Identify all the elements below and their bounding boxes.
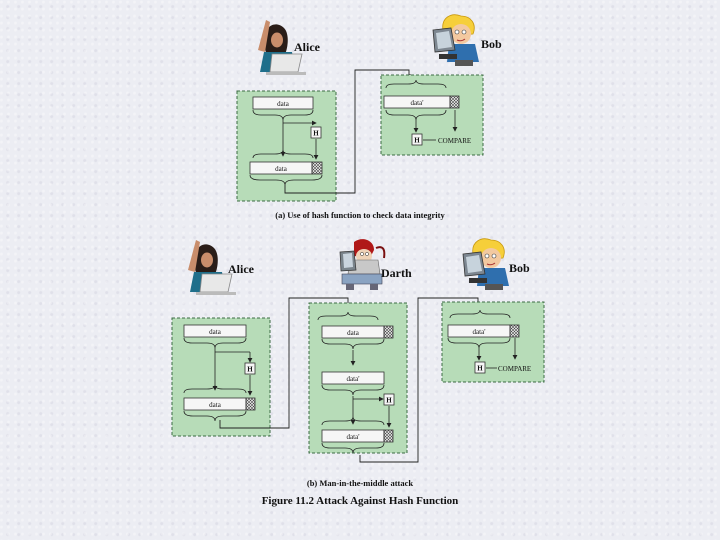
panel-b-alice-field-1-label: data (209, 328, 222, 336)
panel-b-darth-field-2 (321, 371, 385, 385)
panel-b-receiver-name: Bob (509, 261, 530, 275)
panel-a-sender-field-2-label: data (275, 165, 288, 173)
panel-b-attacker-name: Darth (381, 266, 412, 280)
panel-b: Alice Darth Bob data H data data data' (171, 238, 545, 488)
panel-b-compare-label: COMPARE (498, 365, 531, 373)
panel-a-receiver-hash-box (411, 133, 423, 146)
panel-a: Alice Bob data H data data' H COMPARE (236, 14, 502, 220)
panel-a-sender-field-1-label: data (277, 100, 290, 108)
panel-b-bob-box (441, 301, 545, 383)
panel-a-sender-name: Alice (294, 40, 321, 54)
panel-b-darth-field-2-label: data' (347, 375, 360, 383)
panel-b-sender-name: Alice (228, 262, 255, 276)
panel-b-alice-hash-label: H (247, 366, 253, 374)
panel-b-alice-hash-tag (245, 397, 256, 411)
panel-b-alice-field-2-label: data (209, 401, 222, 409)
panel-a-hash-tag (311, 161, 323, 175)
panel-b-darth-field-1-label: data (347, 329, 360, 337)
panel-b-bob-hash-label: H (477, 365, 483, 373)
panel-a-receiver-name: Bob (481, 37, 502, 51)
panel-a-hash-label: H (313, 130, 319, 138)
panel-b-darth-hash-tag-2 (383, 429, 394, 443)
panel-a-hash-box (310, 126, 322, 139)
panel-a-caption: (a) Use of hash function to check data i… (275, 210, 445, 220)
panel-b-darth-hash-box (383, 393, 395, 406)
panel-a-sender-field-1 (252, 96, 314, 110)
panel-b-alice-hash-box (244, 362, 256, 375)
panel-a-receiver-hash-tag (449, 95, 460, 109)
panel-b-caption: (b) Man-in-the-middle attack (307, 478, 414, 488)
boy-at-computer-icon (432, 14, 480, 67)
panel-b-bob-hash-box (474, 361, 486, 374)
panel-b-bob-hash-tag (509, 324, 520, 338)
panel-b-bob-field-label: data' (473, 328, 486, 336)
panel-b-darth-hash-label: H (386, 397, 392, 405)
panel-b-darth-hash-tag-1 (383, 325, 394, 339)
panel-b-darth-field-3-label: data' (347, 433, 360, 441)
panel-a-receiver-field-label: data' (411, 99, 424, 107)
panel-b-alice-field-1 (183, 324, 247, 338)
panel-a-receiver-hash-label: H (414, 137, 420, 145)
villain-at-computer-icon (339, 238, 386, 291)
figure-caption: Figure 11.2 Attack Against Hash Function (262, 495, 459, 507)
boy-at-computer-icon (462, 238, 510, 291)
panel-a-compare-label: COMPARE (438, 137, 471, 145)
